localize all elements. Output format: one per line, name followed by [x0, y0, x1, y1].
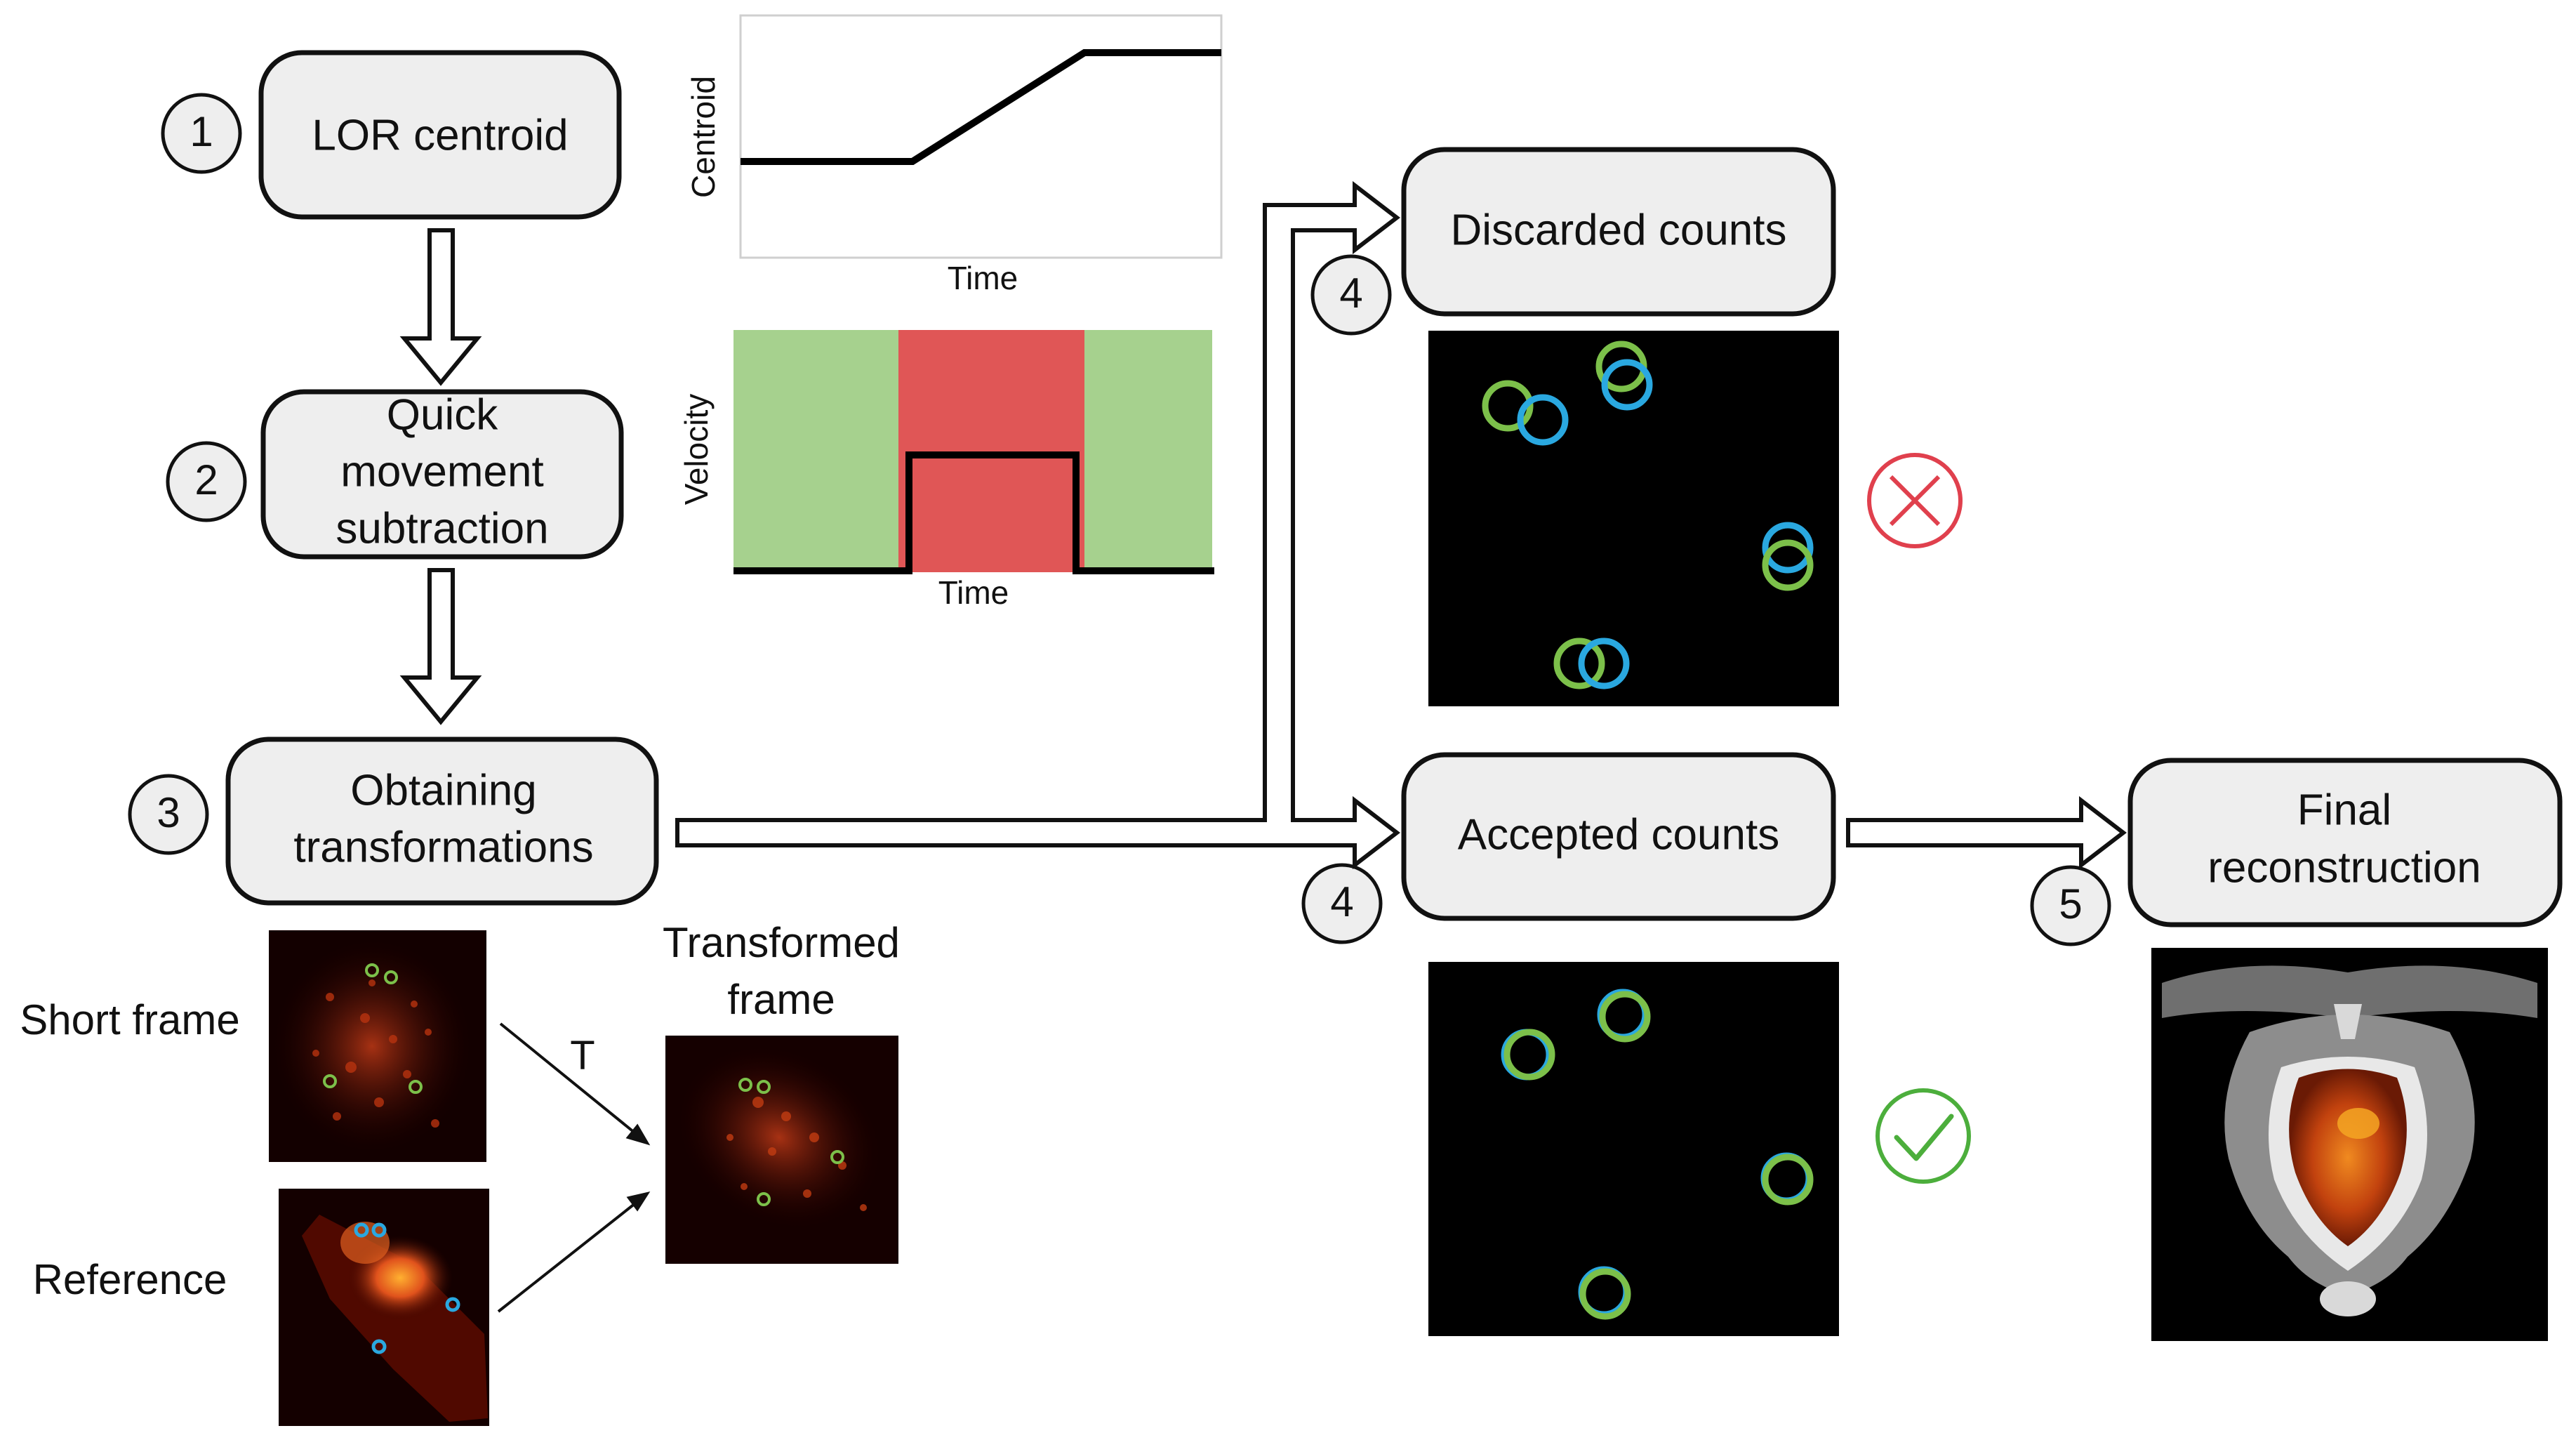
discarded-marker-blue: [1517, 394, 1569, 446]
centroid-plot-xlabel: Time: [948, 260, 1018, 296]
accepted-counts-panel: [1428, 962, 1839, 1336]
velocity-still-region-left: [733, 330, 898, 572]
accepted-marker-green: [1599, 991, 1651, 1043]
step-1-badge: 1: [161, 93, 242, 174]
velocity-moving-region: [898, 330, 1084, 572]
reference-image: [279, 1189, 489, 1426]
svg-text:subtraction: subtraction: [336, 504, 548, 553]
step-5-badge: 5: [2030, 865, 2111, 946]
svg-text:Obtaining: Obtaining: [350, 766, 536, 814]
arrow-2-to-3: [399, 568, 482, 725]
transformed-frame-label-line1: Transformed: [663, 919, 900, 966]
arrow-accepted-to-final: [1846, 795, 2127, 870]
step-3-badge: 3: [128, 774, 209, 855]
reference-marker: [445, 1297, 460, 1312]
svg-text:transformations: transformations: [293, 823, 593, 871]
transformed-frame-label-line2: frame: [727, 976, 835, 1023]
discarded-marker-green: [1553, 638, 1605, 689]
velocity-plot-xlabel: Time: [938, 574, 1009, 611]
transformed-frame-marker: [757, 1080, 771, 1094]
accepted-marker-green: [1503, 1029, 1555, 1081]
accepted-marker-green: [1762, 1154, 1814, 1206]
arrow-3-to-accepted-and-discarded: [675, 180, 1400, 870]
step-4-accepted-counts: Accepted counts: [1401, 752, 1836, 921]
transformed-frame-marker: [830, 1150, 844, 1164]
short-frame-marker: [409, 1080, 423, 1094]
velocity-curve: [733, 451, 1214, 574]
reference-label: Reference: [33, 1256, 227, 1303]
velocity-plot: Velocity Time: [678, 330, 1214, 611]
arrow-1-to-2: [399, 228, 482, 386]
step-2-quick-movement-subtraction: Quick movement subtraction: [260, 389, 624, 560]
discarded-marker-green: [1482, 380, 1534, 432]
svg-text:4: 4: [1339, 270, 1362, 317]
svg-text:Accepted counts: Accepted counts: [1458, 810, 1779, 859]
centroid-plot-ylabel: Centroid: [685, 76, 722, 198]
transformed-frame-marker: [738, 1078, 752, 1092]
short-frame-label: Short frame: [20, 996, 239, 1043]
reference-marker: [371, 1339, 387, 1354]
step-4-accepted-badge: 4: [1301, 863, 1383, 944]
cross-circle-icon: [1867, 453, 1963, 548]
step-3-obtaining-transformations: Obtaining transformations: [225, 737, 659, 906]
reference-marker: [371, 1222, 387, 1238]
transformed-frame-image: [665, 1036, 898, 1264]
step-4-discarded-badge: 4: [1310, 254, 1392, 336]
discarded-marker-blue: [1601, 359, 1653, 411]
discarded-marker-green: [1762, 539, 1814, 591]
velocity-still-region-right: [1084, 330, 1212, 572]
short-frame-marker: [365, 963, 379, 977]
svg-text:1: 1: [190, 108, 213, 155]
short-frame-image: [269, 930, 486, 1162]
svg-text:Final: Final: [2297, 786, 2391, 834]
svg-text:5: 5: [2059, 880, 2082, 927]
accepted-marker-green: [1579, 1268, 1631, 1320]
step-1-lor-centroid: LOR centroid: [258, 50, 622, 220]
discarded-counts-panel: [1428, 331, 1839, 706]
step-5-final-reconstruction: Final reconstruction: [2127, 758, 2563, 927]
svg-text:4: 4: [1330, 878, 1353, 925]
centroid-plot: Centroid Time: [685, 14, 1223, 296]
velocity-plot-ylabel: Velocity: [678, 394, 715, 506]
discarded-marker-blue: [1578, 638, 1630, 689]
transformed-frame-marker: [757, 1192, 771, 1206]
step-2-badge: 2: [166, 441, 247, 522]
svg-text:2: 2: [194, 456, 218, 503]
short-frame-marker: [384, 970, 398, 984]
final-reconstruction-image: [2151, 948, 2548, 1341]
svg-text:movement: movement: [340, 447, 543, 496]
transform-symbol: T: [570, 1033, 595, 1078]
svg-text:Quick: Quick: [387, 390, 498, 439]
check-circle-icon: [1875, 1088, 1971, 1184]
reference-marker: [354, 1222, 369, 1238]
lor-centroid-label: LOR centroid: [312, 111, 568, 159]
svg-text:3: 3: [157, 789, 180, 836]
svg-text:reconstruction: reconstruction: [2207, 843, 2481, 892]
svg-text:Discarded counts: Discarded counts: [1450, 206, 1786, 254]
short-frame-marker: [323, 1074, 337, 1088]
transform-arrows: [497, 1022, 651, 1313]
centroid-curve: [741, 49, 1221, 165]
discarded-marker-blue: [1762, 522, 1814, 574]
step-4-discarded-counts: Discarded counts: [1401, 147, 1836, 317]
